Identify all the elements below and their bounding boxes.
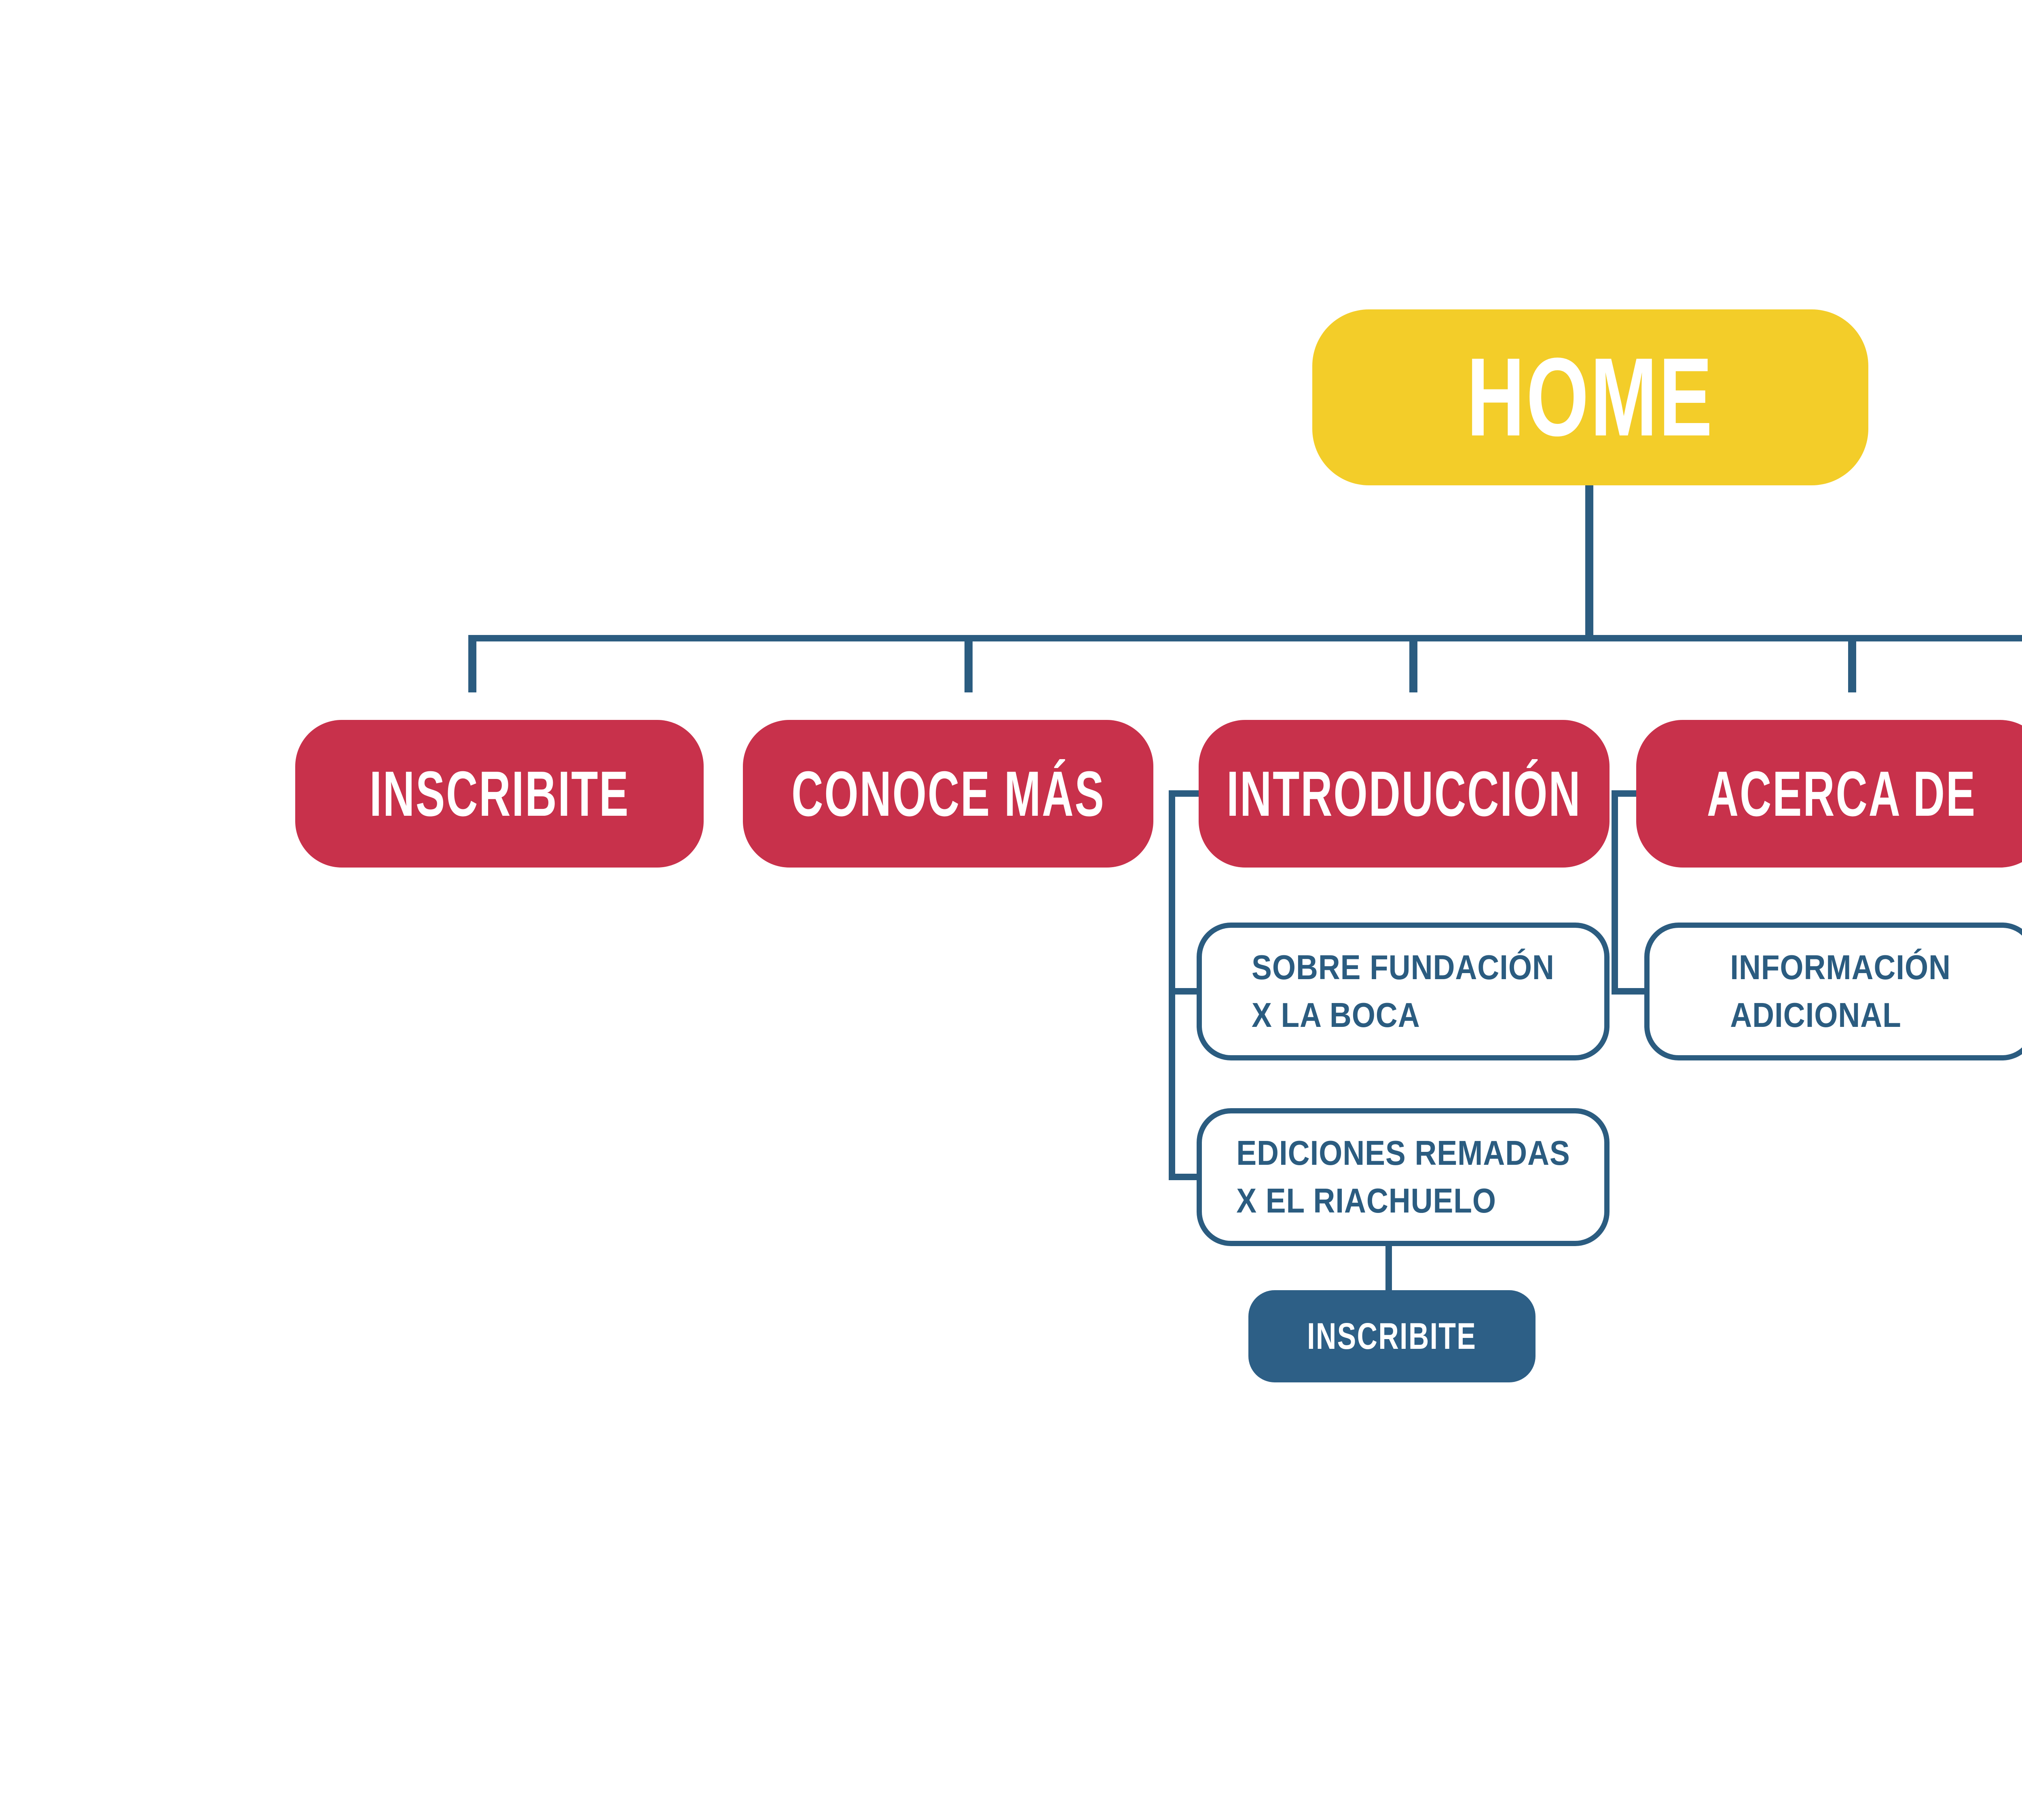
- node-introduccion-label: INTRODUCCIÓN: [1227, 758, 1582, 830]
- node-sobre-fundacion[interactable]: SOBRE FUNDACIÓN X LA BOCA: [1197, 923, 1610, 1060]
- connector-intro-stub-parent: [1174, 790, 1199, 797]
- connector-intro-stub-child2: [1174, 1174, 1198, 1180]
- node-conoce-mas[interactable]: CONOCE MÁS: [743, 720, 1153, 868]
- node-conoce-mas-label: CONOCE MÁS: [791, 758, 1105, 830]
- node-acerca-de-label: ACERCA DE: [1707, 758, 1976, 830]
- node-inscribite-label: INSCRIBITE: [369, 758, 630, 830]
- connector-top-bar: [468, 635, 2022, 641]
- node-home[interactable]: HOME: [1312, 309, 1868, 485]
- node-ediciones-remadas[interactable]: EDICIONES REMADAS X EL RIACHUELO: [1197, 1108, 1610, 1246]
- connector-acerca-stub-parent: [1616, 790, 1637, 797]
- connector-intro-stub-child1: [1174, 988, 1198, 995]
- connector-drop-inscribite: [468, 641, 476, 692]
- node-sobre-fundacion-label: SOBRE FUNDACIÓN X LA BOCA: [1252, 948, 1555, 1035]
- node-acerca-de[interactable]: ACERCA DE: [1636, 720, 2022, 868]
- connector-intro-trunk: [1169, 790, 1175, 1180]
- connector-home-stem: [1585, 485, 1593, 636]
- node-home-label: HOME: [1466, 335, 1714, 459]
- node-informacion-adicional[interactable]: INFORMACIÓN ADICIONAL: [1644, 923, 2022, 1060]
- node-introduccion[interactable]: INTRODUCCIÓN: [1199, 720, 1610, 868]
- connector-drop-acerca-de: [1848, 641, 1856, 692]
- connector-inscribite-leaf-stem: [1385, 1240, 1392, 1292]
- node-inscribite[interactable]: INSCRIBITE: [295, 720, 704, 868]
- node-inscribite-leaf-label: INSCRIBITE: [1307, 1315, 1477, 1357]
- connector-acerca-stub-child: [1616, 988, 1646, 995]
- connector-drop-conoce-mas: [964, 641, 973, 692]
- node-informacion-adicional-label: INFORMACIÓN ADICIONAL: [1730, 948, 1951, 1035]
- connector-drop-introduccion: [1409, 641, 1417, 692]
- node-inscribite-leaf[interactable]: INSCRIBITE: [1248, 1290, 1536, 1382]
- node-ediciones-remadas-label: EDICIONES REMADAS X EL RIACHUELO: [1236, 1134, 1570, 1220]
- connector-acerca-trunk: [1612, 790, 1618, 995]
